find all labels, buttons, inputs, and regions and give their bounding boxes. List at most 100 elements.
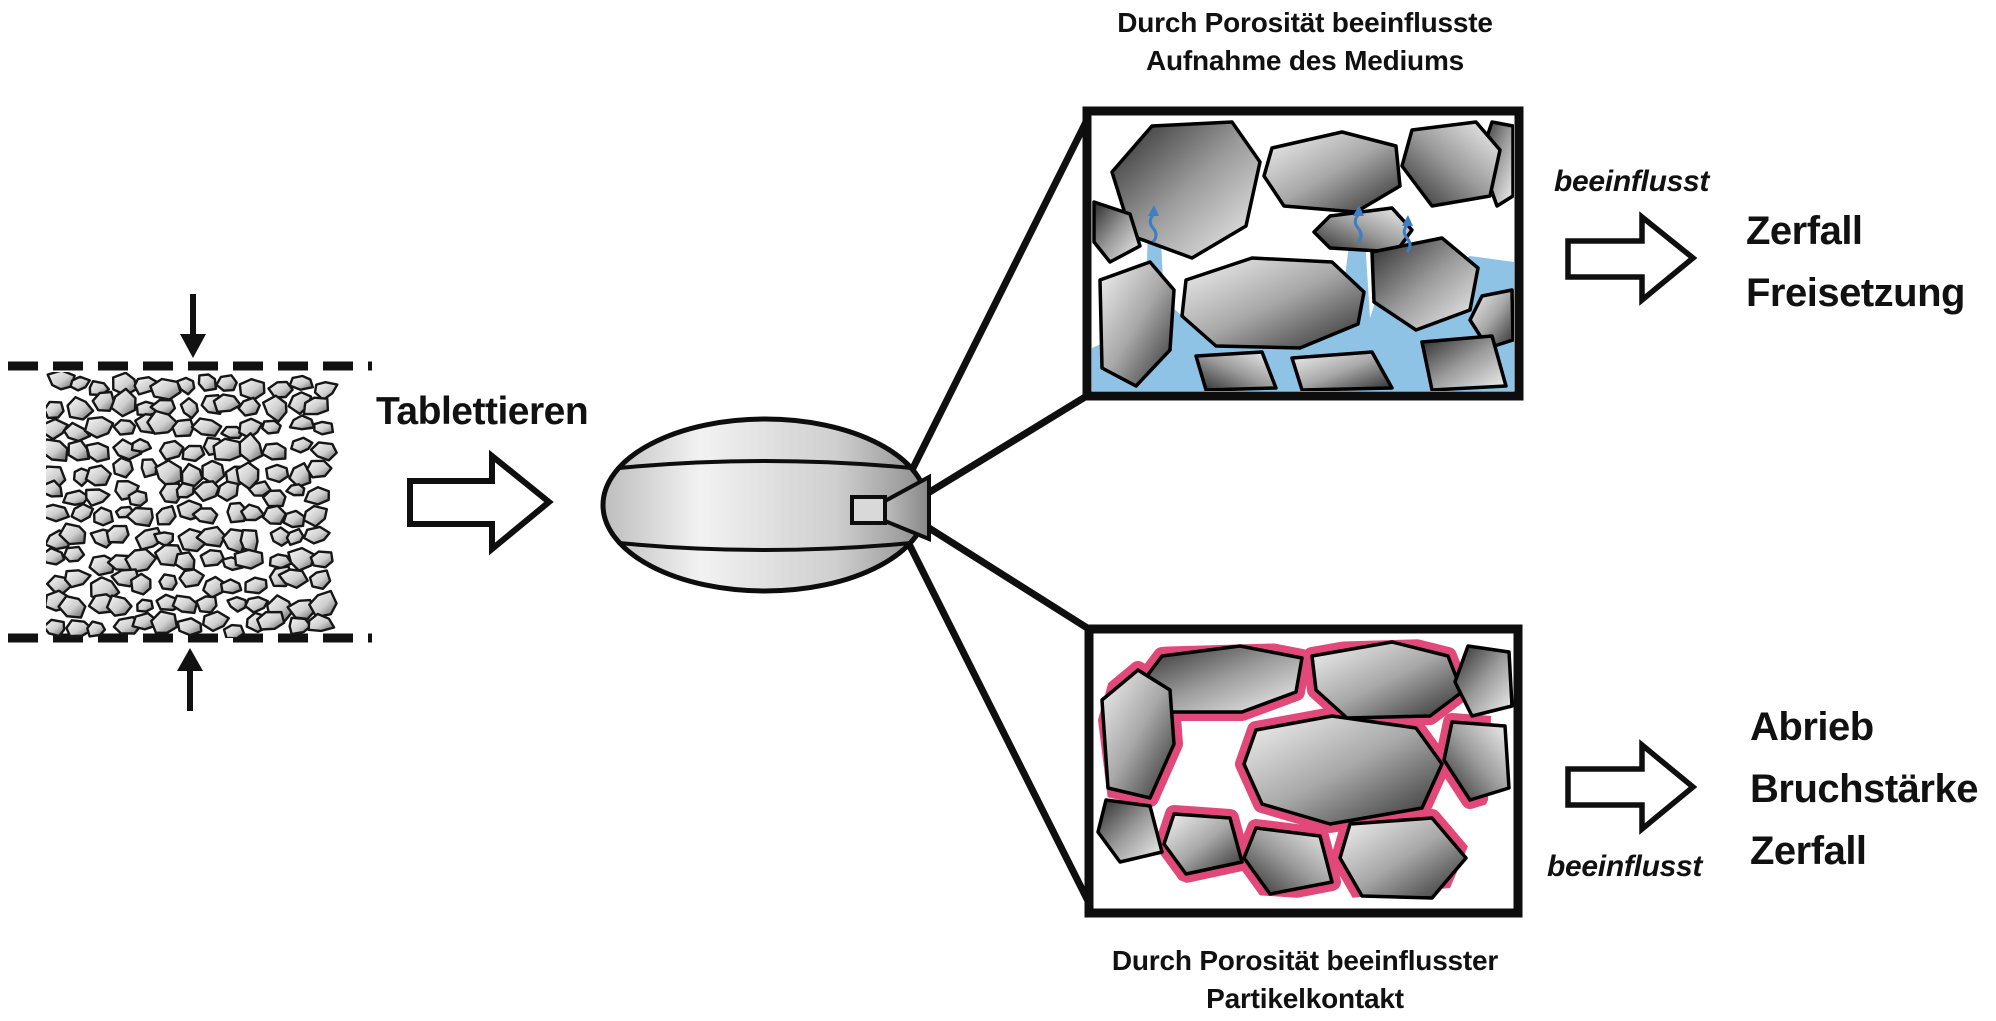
powder-particle bbox=[70, 502, 95, 523]
callout-line-top-upper bbox=[894, 112, 1094, 500]
powder-particle bbox=[240, 503, 266, 522]
outcome-bottom-2: Bruchstärke bbox=[1750, 767, 1978, 811]
powder-particle bbox=[92, 506, 115, 527]
outcome-bottom-3: Zerfall bbox=[1750, 829, 1867, 873]
powder-particle bbox=[215, 374, 238, 392]
powder-particle bbox=[197, 373, 218, 392]
powder-particle bbox=[288, 462, 312, 488]
powder-particle bbox=[313, 381, 339, 402]
inset-bottom-border bbox=[1084, 624, 1523, 918]
powder-particle bbox=[212, 393, 242, 413]
outcome-top-1: Zerfall bbox=[1746, 209, 1863, 253]
callout-line-top-lower bbox=[908, 391, 1092, 507]
powder-particle bbox=[63, 569, 92, 589]
powder-particle bbox=[302, 396, 330, 416]
inset-medium-uptake bbox=[1082, 106, 1524, 401]
powder-particle bbox=[302, 504, 328, 528]
powder-particle bbox=[140, 458, 158, 479]
influence-label-bottom: beeinflusst bbox=[1547, 850, 1703, 883]
powder-particle bbox=[155, 505, 177, 526]
powder-particle bbox=[62, 489, 91, 506]
outcome-list-bottom: Abrieb Bruchstärke Zerfall bbox=[1750, 696, 1978, 882]
powder-particle bbox=[171, 418, 195, 438]
particles-top-box bbox=[1092, 120, 1514, 391]
powder-particle bbox=[158, 439, 185, 461]
powder-particle bbox=[238, 432, 264, 463]
powder-particle bbox=[277, 568, 309, 589]
powder-particle bbox=[309, 441, 338, 462]
powder-particle bbox=[267, 380, 294, 399]
powder-particle bbox=[83, 416, 115, 439]
powder-particle bbox=[175, 376, 196, 396]
powder-particle bbox=[179, 397, 200, 420]
particles-bottom-box bbox=[1096, 640, 1514, 900]
powder-particle bbox=[158, 573, 178, 591]
powder-particle bbox=[46, 546, 66, 566]
powder-particle bbox=[112, 419, 137, 436]
powder-particle bbox=[243, 595, 269, 614]
powder-particle bbox=[309, 550, 334, 569]
process-label: Tablettieren bbox=[376, 390, 589, 433]
caption-particle-contact-line1: Durch Porosität beeinflusster bbox=[1111, 945, 1499, 976]
powder-particle bbox=[158, 482, 184, 504]
powder-particle bbox=[237, 396, 261, 417]
powder-particle bbox=[149, 377, 182, 401]
outcome-bottom-1: Abrieb bbox=[1750, 705, 1874, 749]
caption-particle-contact: Durch Porosität beeinflusster Partikelko… bbox=[1000, 942, 1610, 1018]
powder-bed bbox=[46, 372, 339, 638]
powder-particle bbox=[216, 480, 240, 502]
powder-particle bbox=[105, 524, 130, 544]
inset-particle-contact bbox=[1084, 624, 1523, 918]
powder-particle bbox=[226, 595, 248, 613]
powder-particle bbox=[46, 479, 64, 498]
caption-particle-contact-line2: Partikelkontakt bbox=[1206, 983, 1404, 1014]
powder-particle bbox=[222, 623, 246, 638]
powder-particle bbox=[84, 464, 113, 487]
tablet-illustration bbox=[600, 416, 931, 594]
powder-particle bbox=[86, 620, 107, 638]
powder-particle bbox=[190, 417, 223, 437]
powder-particle bbox=[287, 546, 316, 572]
powder-particle bbox=[46, 438, 69, 462]
powder-particle bbox=[244, 576, 268, 595]
powder-particle bbox=[85, 441, 111, 463]
powder-particle bbox=[46, 372, 76, 391]
powder-particle bbox=[239, 528, 259, 553]
callout-line-bottom-lower bbox=[894, 520, 1096, 911]
powder-particle bbox=[125, 506, 154, 528]
powder-particle bbox=[195, 595, 218, 614]
powder-compression-group bbox=[8, 294, 372, 711]
powder-particle bbox=[66, 396, 95, 421]
powder-particle bbox=[175, 482, 195, 499]
powder-particle bbox=[288, 414, 316, 431]
capillary-squiggle-icons bbox=[1148, 205, 1413, 253]
powder-particle bbox=[112, 456, 134, 479]
powder-particle bbox=[261, 504, 287, 525]
powder-particle bbox=[171, 594, 198, 615]
powder-particle bbox=[149, 610, 179, 634]
powder-particle bbox=[127, 489, 149, 508]
powder-particle bbox=[233, 548, 264, 570]
compression-arrow-down-icon bbox=[180, 294, 206, 358]
powder-particle bbox=[308, 589, 338, 619]
powder-particle bbox=[247, 480, 272, 497]
powder-particle bbox=[265, 463, 290, 484]
powder-particle bbox=[288, 374, 314, 391]
powder-particle bbox=[288, 616, 312, 636]
outcome-top-2: Freisetzung bbox=[1746, 271, 1965, 315]
powder-particle bbox=[285, 483, 306, 497]
powder-particle bbox=[201, 610, 231, 633]
powder-particle bbox=[303, 486, 330, 506]
powder-particle bbox=[130, 437, 153, 453]
powder-particle bbox=[181, 444, 206, 463]
powder-particle bbox=[46, 400, 65, 420]
influence-arrow-bottom-icon bbox=[1565, 739, 1698, 835]
influence-arrow-top-icon bbox=[1565, 211, 1698, 306]
process-arrow-icon bbox=[407, 449, 554, 556]
caption-medium-uptake-line1: Durch Porosität beeinflusste bbox=[1117, 7, 1493, 38]
powder-particle bbox=[306, 459, 333, 479]
outcome-list-top: Zerfall Freisetzung bbox=[1746, 200, 1965, 324]
powder-particle bbox=[46, 618, 66, 638]
powder-particle bbox=[58, 522, 87, 546]
